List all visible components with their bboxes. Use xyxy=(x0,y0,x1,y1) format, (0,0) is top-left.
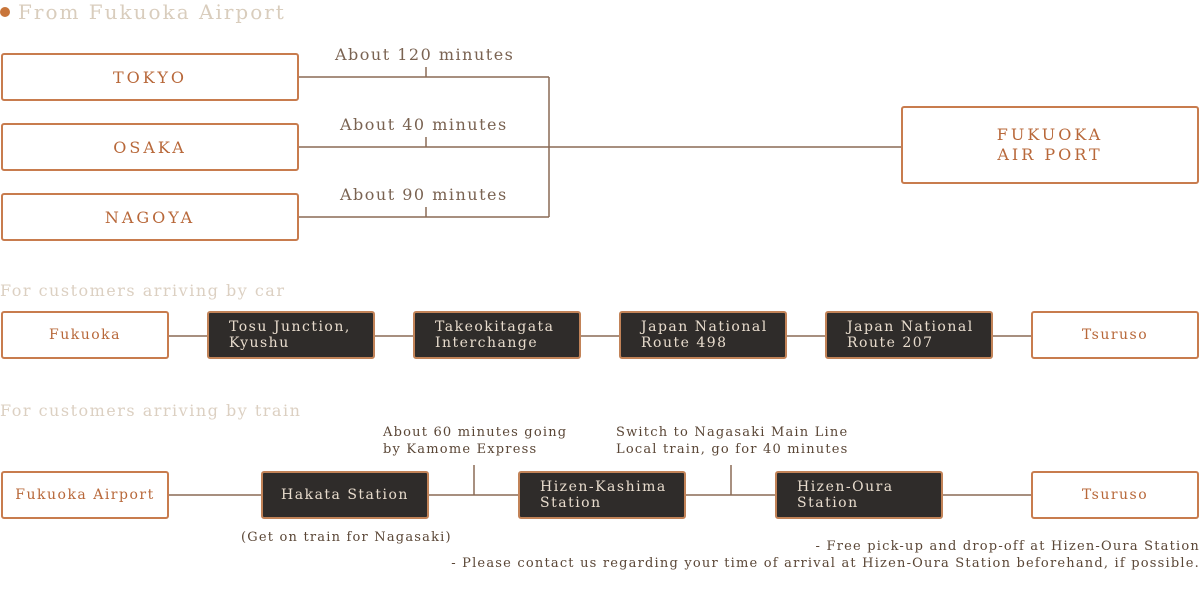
destination-line1: FUKUOKA xyxy=(996,125,1104,144)
origin-box-osaka: OSAKA xyxy=(1,123,299,171)
train-stop-hakata: Hakata Station xyxy=(261,471,429,519)
train-stop-tsuruso: Tsuruso xyxy=(1031,471,1199,519)
section-heading-air: From Fukuoka Airport xyxy=(0,0,286,24)
note-kamome-express: About 60 minutes going by Kamome Express xyxy=(383,425,568,457)
bullet-dot-icon xyxy=(0,7,10,17)
footnote-contact: - Please contact us regarding your time … xyxy=(451,556,1200,571)
stop-label: Hizen-Oura Station xyxy=(797,479,894,511)
train-stop-fukuoka-airport: Fukuoka Airport xyxy=(1,471,169,519)
train-stop-hizen-kashima: Hizen-Kashima Station xyxy=(518,471,686,519)
footnote-pickup: - Free pick-up and drop-off at Hizen-Our… xyxy=(815,539,1200,554)
stop-label: Fukuoka Airport xyxy=(15,487,155,503)
heading-text: From Fukuoka Airport xyxy=(18,0,286,24)
stop-label: Hizen-Kashima Station xyxy=(540,479,667,511)
origin-box-nagoya: NAGOYA xyxy=(1,193,299,241)
stop-label: Japan National Route 498 xyxy=(641,319,768,351)
car-stop-fukuoka: Fukuoka xyxy=(1,311,169,359)
note-hakata: (Get on train for Nagasaki) xyxy=(241,530,452,545)
stop-label: Hakata Station xyxy=(281,487,409,503)
car-stop-tsuruso: Tsuruso xyxy=(1031,311,1199,359)
duration-label-tokyo: About 120 minutes xyxy=(335,45,515,64)
origin-label: OSAKA xyxy=(113,137,187,157)
stop-label: Tsuruso xyxy=(1081,327,1149,343)
stop-label: Tosu Junction, Kyushu xyxy=(229,319,351,351)
note-local-train: Switch to Nagasaki Main Line Local train… xyxy=(616,425,849,457)
duration-label-nagoya: About 90 minutes xyxy=(340,185,508,204)
car-stop-takeokitagata: Takeokitagata Interchange xyxy=(413,311,581,359)
stop-label: Takeokitagata Interchange xyxy=(435,319,555,351)
destination-line2: AIR PORT xyxy=(997,145,1103,164)
origin-label: NAGOYA xyxy=(104,207,196,227)
destination-box-fukuoka-airport: FUKUOKA AIR PORT xyxy=(901,106,1199,184)
origin-label: TOKYO xyxy=(113,67,187,87)
stop-label: Japan National Route 207 xyxy=(847,319,974,351)
section-heading-car: For customers arriving by car xyxy=(0,281,286,300)
train-stop-hizen-oura: Hizen-Oura Station xyxy=(775,471,943,519)
car-stop-route-207: Japan National Route 207 xyxy=(825,311,993,359)
stop-label: Tsuruso xyxy=(1081,487,1149,503)
stop-label: Fukuoka xyxy=(49,327,121,343)
duration-label-osaka: About 40 minutes xyxy=(340,115,508,134)
car-stop-tosu-junction: Tosu Junction, Kyushu xyxy=(207,311,375,359)
section-heading-train: For customers arriving by train xyxy=(0,401,302,420)
origin-box-tokyo: TOKYO xyxy=(1,53,299,101)
car-stop-route-498: Japan National Route 498 xyxy=(619,311,787,359)
footnotes: - Free pick-up and drop-off at Hizen-Our… xyxy=(451,538,1200,572)
